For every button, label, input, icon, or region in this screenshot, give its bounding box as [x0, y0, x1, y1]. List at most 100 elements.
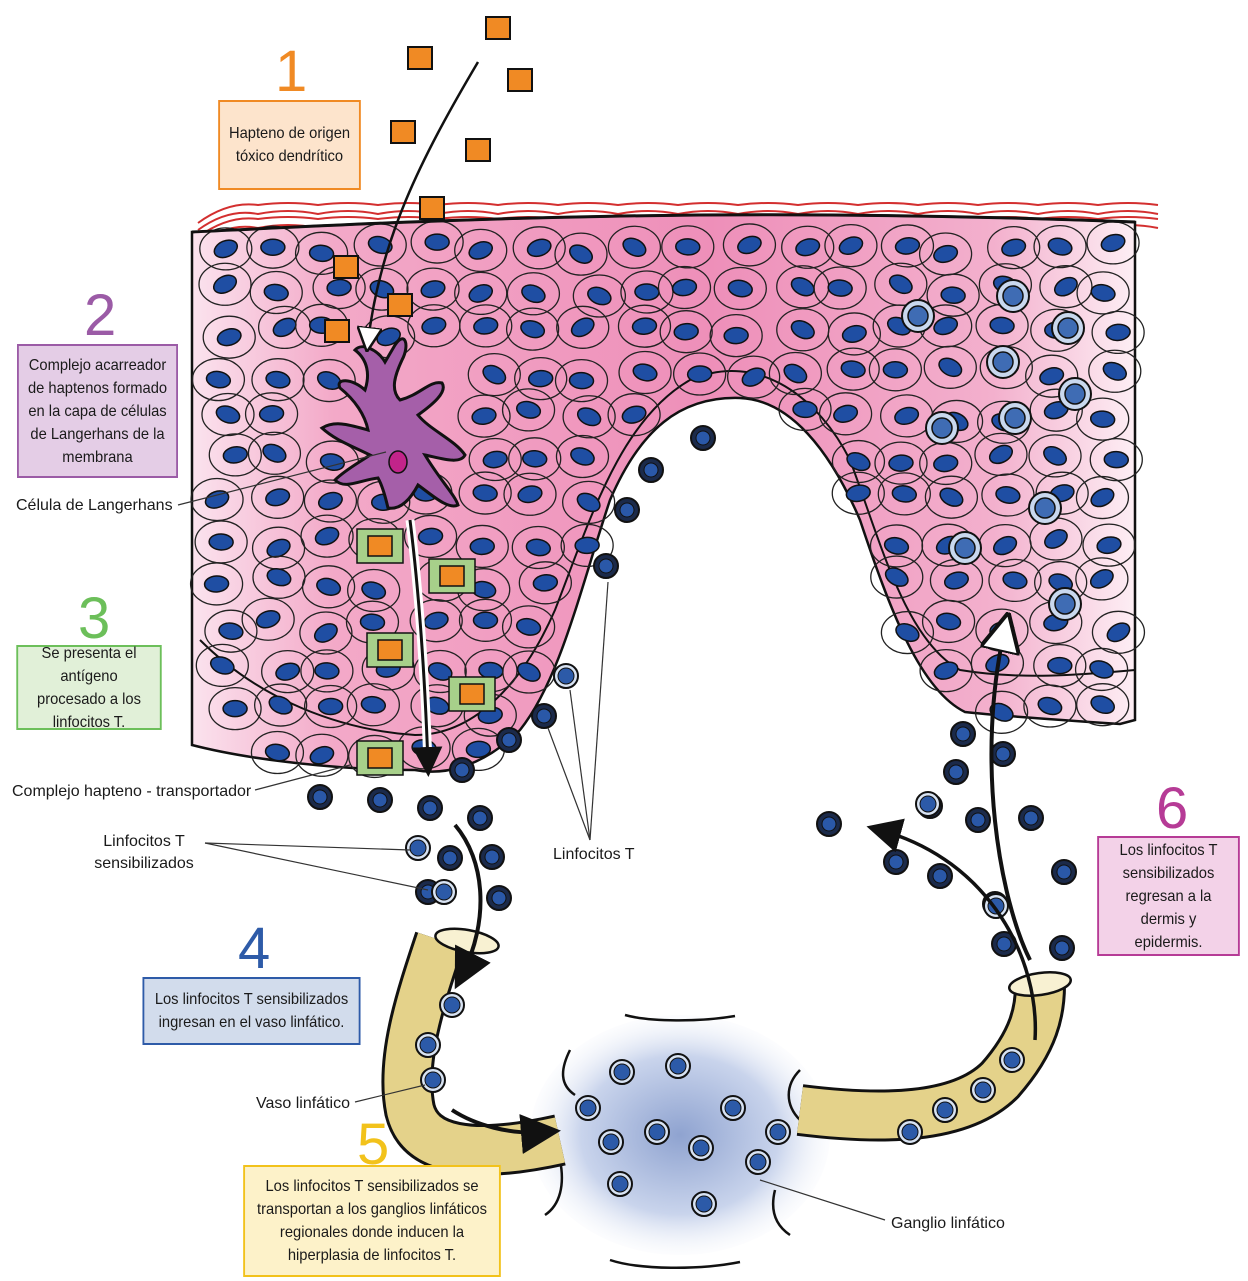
step-4-number: 4: [238, 920, 270, 978]
sensitized-lymphocyte-nucleus: [932, 418, 952, 438]
step-6-number: 6: [1156, 780, 1188, 838]
label-lymphatic-vessel: Vaso linfático: [256, 1093, 350, 1115]
lymphocyte-nucleus: [502, 733, 516, 747]
hapten-square: [325, 320, 349, 342]
lymphocyte-nucleus: [473, 811, 487, 825]
lymphocyte-nucleus: [444, 997, 460, 1013]
hapten-square: [486, 17, 510, 39]
cell-nucleus: [675, 238, 700, 255]
step-1-text: Hapteno de origen tóxico dendrítico: [227, 122, 351, 168]
sensitized-lymphocyte-nucleus: [993, 352, 1013, 372]
lymphocyte-nucleus: [822, 817, 836, 831]
cell-nucleus: [204, 575, 229, 592]
hapten-square: [508, 69, 532, 91]
label-sensitized-t-cells: Linfocitos T sensibilizados: [84, 831, 204, 875]
label-sensitized-line-2: sensibilizados: [84, 853, 204, 875]
hapten-square: [391, 121, 415, 143]
cell-nucleus: [569, 372, 594, 389]
lymphocyte-nucleus: [1024, 811, 1038, 825]
step-2-box: Complejo acarreador de haptenos formado …: [17, 344, 178, 478]
label-langerhans-cell: Célula de Langerhans: [16, 495, 173, 517]
complex-hapten: [378, 640, 402, 660]
cell-nucleus: [724, 327, 749, 344]
lymphocyte-nucleus: [612, 1176, 628, 1192]
lymphocyte-nucleus: [956, 727, 970, 741]
cell-nucleus: [635, 283, 660, 300]
complex-hapten: [460, 684, 484, 704]
lymphocyte-nucleus: [1004, 1052, 1020, 1068]
cell-nucleus: [318, 698, 342, 714]
label-sensitized-line-1: Linfocitos T: [84, 831, 204, 853]
complex-hapten: [440, 566, 464, 586]
cell-nucleus: [425, 234, 449, 250]
lymphocyte-nucleus: [949, 765, 963, 779]
lymphocyte-nucleus: [937, 1102, 953, 1118]
lymphocyte-nucleus: [492, 891, 506, 905]
cell-nucleus: [793, 401, 818, 418]
step-3-box: Se presenta el antígeno procesado a los …: [16, 645, 161, 730]
label-t-lymphocytes: Linfocitos T: [553, 844, 635, 866]
step-3-number: 3: [78, 590, 110, 648]
step-5-text: Los linfocitos T sensibilizados se trans…: [252, 1175, 491, 1267]
lymphocyte-nucleus: [670, 1058, 686, 1074]
step-6-text: Los linfocitos T sensibilizados regresan…: [1106, 839, 1230, 954]
lymphocyte-nucleus: [436, 884, 452, 900]
lymphocyte-nucleus: [902, 1124, 918, 1140]
hapten-square: [420, 197, 444, 219]
sensitized-lymphocyte-nucleus: [955, 538, 975, 558]
step-5-box: Los linfocitos T sensibilizados se trans…: [243, 1165, 501, 1277]
step-1-box: Hapteno de origen tóxico dendrítico: [218, 100, 361, 190]
lymphocyte-nucleus: [920, 796, 936, 812]
sensitized-lymphocyte-nucleus: [908, 306, 928, 326]
lymphocyte-nucleus: [997, 937, 1011, 951]
lymphocyte-nucleus: [975, 1082, 991, 1098]
cell-nucleus: [473, 612, 497, 628]
sensitized-lymphocyte-nucleus: [1005, 408, 1025, 428]
cell-nucleus: [223, 701, 247, 717]
step-2-text: Complejo acarreador de haptenos formado …: [26, 354, 169, 469]
step-2-number: 2: [84, 287, 116, 345]
lymphocyte-nucleus: [603, 1134, 619, 1150]
cell-nucleus: [575, 537, 600, 554]
lymphocyte-nucleus: [696, 1196, 712, 1212]
lymphocyte-nucleus: [1057, 865, 1071, 879]
lymphocyte-nucleus: [693, 1140, 709, 1156]
lymphocyte-nucleus: [649, 1124, 665, 1140]
cell-nucleus: [470, 538, 495, 555]
cell-nucleus: [687, 365, 712, 382]
lymphocyte-nucleus: [558, 668, 574, 684]
step-4-text: Los linfocitos T sensibilizados ingresan…: [152, 988, 352, 1034]
langerhans-nucleus: [389, 451, 407, 473]
cell-nucleus: [261, 239, 285, 255]
complex-hapten: [368, 748, 392, 768]
step-3-text: Se presenta el antígeno procesado a los …: [26, 642, 153, 734]
lymphocyte-nucleus: [1055, 941, 1069, 955]
lymphocyte-nucleus: [443, 851, 457, 865]
lymphocyte-nucleus: [410, 840, 426, 856]
cell-nucleus: [1104, 451, 1129, 468]
lymphocyte-nucleus: [580, 1100, 596, 1116]
lymphocyte-nucleus: [420, 1037, 436, 1053]
lymphocyte-nucleus: [725, 1100, 741, 1116]
lymphocyte-nucleus: [933, 869, 947, 883]
step-4-box: Los linfocitos T sensibilizados ingresan…: [142, 977, 360, 1045]
lymphocyte-nucleus: [537, 709, 551, 723]
sensitized-lymphocyte-nucleus: [1035, 498, 1055, 518]
lymphocyte-nucleus: [996, 747, 1010, 761]
cell-nucleus: [1048, 657, 1072, 673]
step-1-number: 1: [275, 43, 307, 101]
lymphocyte-nucleus: [770, 1124, 786, 1140]
step-6-box: Los linfocitos T sensibilizados regresan…: [1097, 836, 1240, 956]
label-hapten-carrier-complex: Complejo hapteno - transportador: [12, 781, 251, 803]
lymphocyte-nucleus: [620, 503, 634, 517]
lymphocyte-nucleus: [750, 1154, 766, 1170]
cell-nucleus: [883, 361, 908, 378]
label-lymph-node: Ganglio linfático: [891, 1213, 1005, 1235]
lymphocyte-nucleus: [614, 1064, 630, 1080]
lymphocyte-nucleus: [696, 431, 710, 445]
lymphocyte-nucleus: [373, 793, 387, 807]
sensitized-lymphocyte-nucleus: [1065, 384, 1085, 404]
hapten-square: [408, 47, 432, 69]
lymphocyte-nucleus: [313, 790, 327, 804]
